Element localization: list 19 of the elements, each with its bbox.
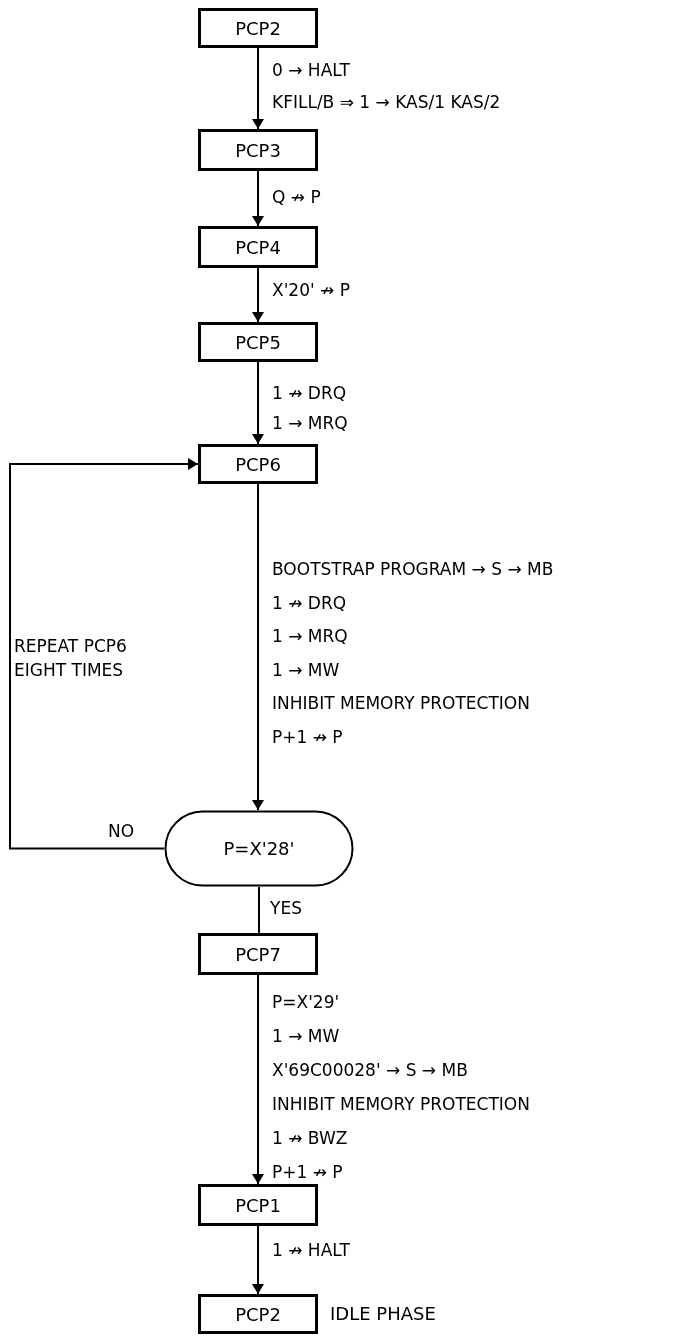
process-box: PCP1	[198, 1184, 318, 1226]
process-box: PCP5	[198, 322, 318, 362]
arrow	[252, 1225, 264, 1295]
process-box: PCP4	[198, 226, 318, 268]
process-box: PCP2	[198, 8, 318, 48]
process-box: PCP3	[198, 129, 318, 171]
process-box: PCP6	[198, 444, 318, 484]
connector-line	[258, 886, 260, 934]
arrow	[252, 483, 264, 811]
arrow	[252, 361, 264, 445]
arrow	[252, 47, 264, 130]
arrow	[252, 170, 264, 227]
decision-terminal: P=X'28'	[164, 810, 354, 887]
arrow	[9, 458, 199, 850]
arrow	[252, 974, 264, 1185]
process-box: PCP7	[198, 933, 318, 975]
process-box: PCP2	[198, 1294, 318, 1334]
phase-note: IDLE PHASE	[330, 1302, 436, 1326]
arrow	[252, 267, 264, 323]
